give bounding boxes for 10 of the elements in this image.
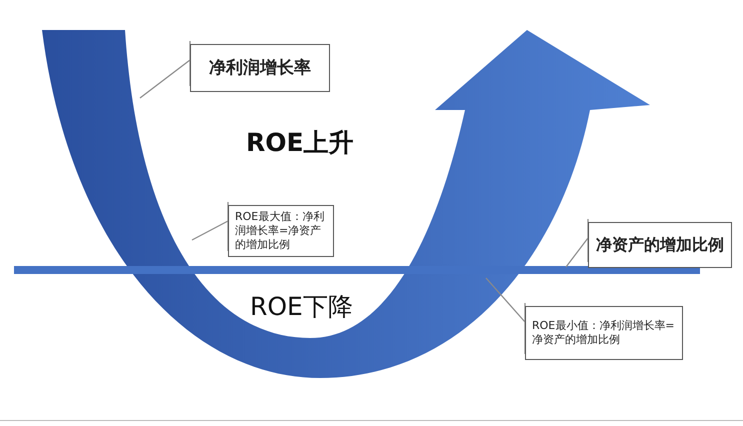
region-label: ROE下降	[250, 291, 353, 323]
leader-line	[191, 201, 229, 252]
leader-line	[485, 277, 526, 355]
callout-box: ROE最小值：净利润增长率=净资产的增加比例	[525, 306, 683, 360]
region-label: ROE上升	[246, 127, 354, 159]
leader-line	[565, 218, 589, 268]
leader-line	[139, 40, 191, 99]
callout-box: ROE最大值：净利润增长率=净资产的增加比例	[228, 205, 334, 257]
callout-box: 净利润增长率	[190, 44, 330, 92]
callout-box: 净资产的增加比例	[588, 222, 732, 268]
